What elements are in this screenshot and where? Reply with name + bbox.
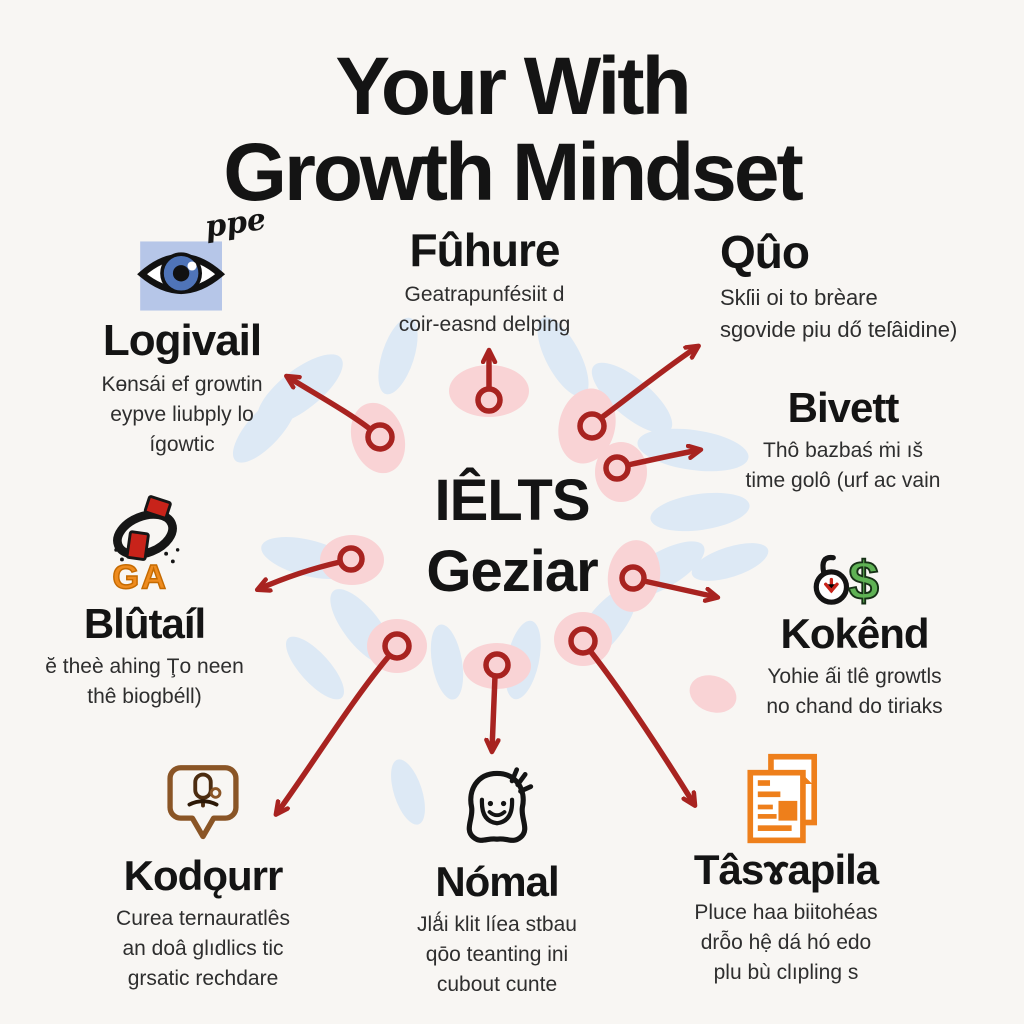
node-heading: Nómal	[435, 858, 559, 905]
hub-line-2: Geziar	[426, 538, 598, 604]
lock-dollar-icon: $	[813, 548, 879, 610]
radiating-arrows	[259, 347, 716, 813]
speech-bubble-mic-icon	[167, 765, 239, 840]
poster-title: Your With Growth Mindset	[0, 41, 1024, 219]
node-description: Kɵnsái ef growtin eypve liubply lo ígowt…	[101, 373, 263, 456]
node-description: Pluce haa biitohéas drỗo hệ dá hó edo pl…	[694, 901, 878, 984]
hub-line-1: IÊLTS	[434, 468, 590, 533]
eye-icon	[137, 241, 226, 311]
node-blutail: GA Blûtaíl ĕ theè ahing Ţo neen thê biog…	[22, 494, 267, 712]
carabiner-tools-icon: GA	[111, 495, 179, 597]
node-fuhure: Fûhure Geatrapunfésiit d coir-easnd delp…	[352, 224, 617, 340]
node-nomal: Nómal Jlǻi klit líea stbau qōo teanting …	[372, 764, 622, 1000]
title-line-2: Growth Mindset	[223, 127, 804, 219]
node-quo: Qûo Skſii oi to brèare sgovide piu dő te…	[720, 226, 1020, 345]
documents-icon	[747, 753, 818, 844]
pink-blob-shapes	[320, 365, 737, 713]
node-bivett: Bivett Thô bazbaś ṁi ıš time golô (urf a…	[698, 384, 988, 496]
node-heading: Logivail	[102, 316, 262, 365]
node-heading: Blûtaíl	[83, 600, 206, 647]
node-description: Curea ternauratlês an doâ glıdlics tic g…	[116, 907, 290, 990]
handwritten-ppe-label: ppe	[202, 201, 269, 246]
node-description: Geatrapunfésiit d coir-easnd delping	[398, 283, 571, 337]
node-heading: Kokênd	[780, 610, 929, 657]
person-face-icon	[466, 767, 534, 843]
node-description: Jlǻi klit líea stbau qōo teanting ini cu…	[417, 913, 577, 996]
node-heading: Tâsɤapila	[693, 846, 879, 893]
node-tasapila: Tâsɤapila Pluce haa biitohéas drỗo hệ dá…	[650, 752, 922, 988]
node-heading: Bivett	[787, 384, 900, 431]
dollar-glyph: $	[848, 549, 879, 610]
ga-letters: GA	[112, 558, 168, 596]
node-description: ĕ theè ahing Ţo neen thê biogbéll)	[45, 655, 244, 708]
node-heading: Qûo	[720, 226, 810, 278]
node-description: Yohie ấi tlê growtls no chand do tiriaks	[766, 665, 943, 718]
node-description: Thô bazbaś ṁi ıš time golô (urf ac vain	[745, 439, 941, 492]
node-kokend: $ Kokênd Yohie ấi tlê growtls no chand d…	[712, 548, 997, 722]
title-line-1: Your With	[335, 41, 691, 132]
node-logivail: ppe Logivail Kɵnsái ef growtin eypve liu…	[62, 202, 302, 460]
node-description: Skſii oi to brèare sgovide piu dő teſâid…	[720, 285, 958, 342]
node-heading: Kodǫurr	[123, 852, 284, 899]
node-kodqurr: Kodǫurr Curea ternauratlês an doâ glıdli…	[78, 760, 328, 994]
node-heading: Fûhure	[409, 224, 561, 276]
center-hub: IÊLTS Geziar	[357, 466, 667, 608]
